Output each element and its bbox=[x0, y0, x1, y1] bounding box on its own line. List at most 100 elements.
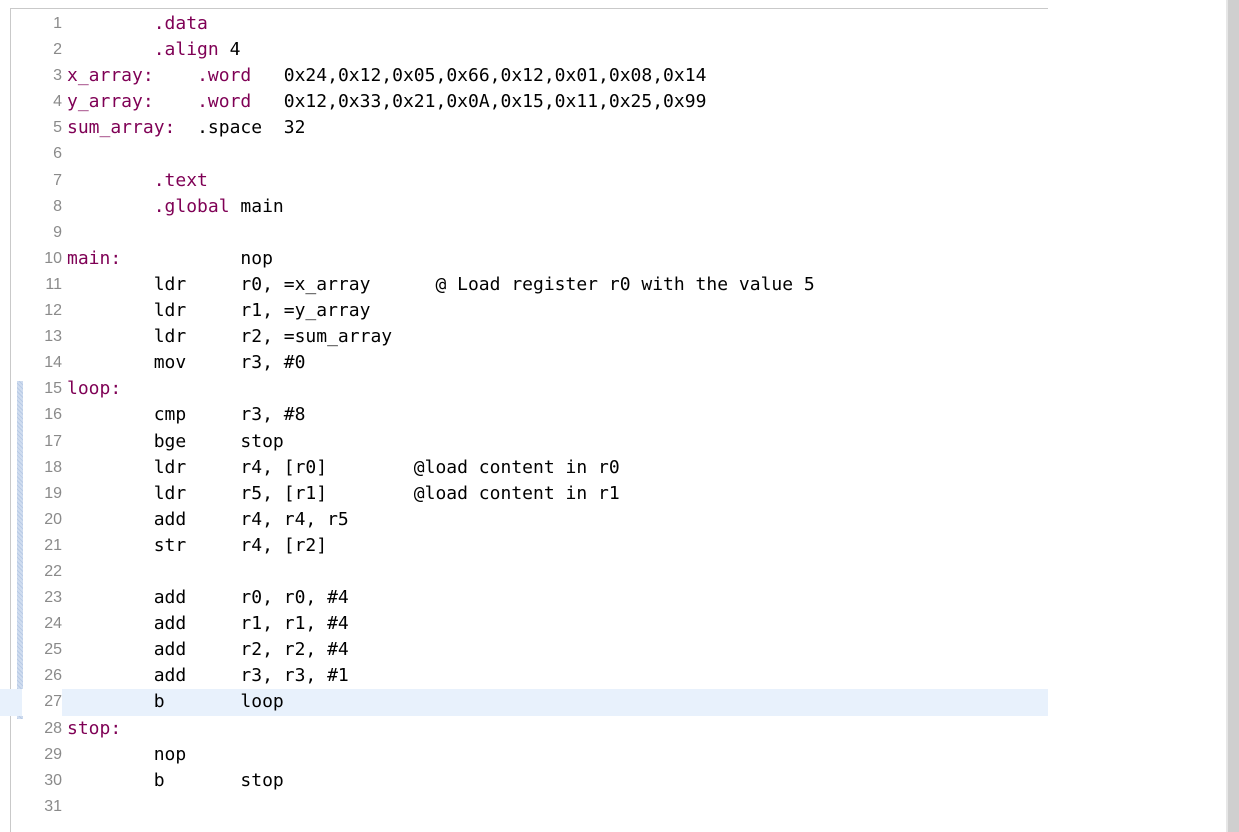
line-text: add r3, r3, #1 bbox=[67, 663, 349, 689]
code-line[interactable]: 31 bbox=[0, 794, 1048, 820]
code-body: 0x12,0x33,0x21,0x0A,0x15,0x11,0x25,0x99 bbox=[251, 91, 707, 113]
line-text: add r4, r4, r5 bbox=[67, 507, 349, 533]
line-text: b stop bbox=[67, 768, 284, 794]
code-line[interactable]: 16 cmp r3, #8 bbox=[0, 402, 1048, 428]
code-line[interactable]: 25 add r2, r2, #4 bbox=[0, 637, 1048, 663]
code-line[interactable]: 28 stop: bbox=[0, 716, 1048, 742]
indent bbox=[67, 326, 154, 347]
code-body: str r4, [r2] bbox=[153, 534, 328, 556]
line-number: 2 bbox=[53, 41, 62, 59]
code-body: add r3, r3, #1 bbox=[153, 665, 349, 687]
indent bbox=[67, 691, 154, 712]
code-line[interactable]: 30 b stop bbox=[0, 768, 1048, 794]
indent bbox=[67, 744, 154, 765]
code-body: b loop bbox=[153, 691, 284, 713]
code-line[interactable]: 7 .text bbox=[0, 168, 1048, 194]
line-number: 15 bbox=[44, 380, 62, 398]
code-line[interactable]: 24 add r1, r1, #4 bbox=[0, 611, 1048, 637]
code-line[interactable]: 22 bbox=[0, 559, 1048, 585]
line-number: 25 bbox=[44, 641, 62, 659]
indent bbox=[67, 535, 154, 556]
indent bbox=[67, 613, 154, 634]
indent bbox=[121, 248, 240, 269]
line-number: 4 bbox=[53, 93, 62, 111]
line-number: 13 bbox=[44, 328, 62, 346]
editor-top-border bbox=[10, 8, 1048, 9]
code-directive: .word bbox=[197, 91, 252, 113]
code-body: add r1, r1, #4 bbox=[153, 613, 349, 635]
line-number: 27 bbox=[22, 689, 62, 716]
code-line[interactable]: 13 ldr r2, =sum_array bbox=[0, 324, 1048, 350]
vertical-scrollbar[interactable] bbox=[1228, 0, 1239, 832]
line-number: 16 bbox=[44, 406, 62, 424]
code-directive: .text bbox=[153, 169, 208, 191]
line-number: 1 bbox=[53, 15, 62, 32]
line-number: 8 bbox=[53, 197, 62, 215]
code-line[interactable]: 4 y_array: .word 0x12,0x33,0x21,0x0A,0x15… bbox=[0, 89, 1048, 115]
code-label: sum_array: bbox=[67, 117, 176, 139]
code-line[interactable]: 19 ldr r5, [r1] @load content in r1 bbox=[0, 481, 1048, 507]
code-line[interactable]: 29 nop bbox=[0, 742, 1048, 768]
line-number: 12 bbox=[44, 302, 62, 320]
code-line[interactable]: 11 ldr r0, =x_array @ Load register r0 w… bbox=[0, 272, 1048, 298]
line-number: 10 bbox=[44, 249, 62, 267]
code-directive: .global bbox=[153, 195, 230, 217]
code-line[interactable]: 27 b loop bbox=[0, 689, 1048, 716]
code-line[interactable]: 8 .global main bbox=[0, 194, 1048, 220]
code-body: 0x24,0x12,0x05,0x66,0x12,0x01,0x08,0x14 bbox=[251, 65, 707, 87]
code-directive: .align bbox=[153, 39, 219, 61]
code-line[interactable]: 12 ldr r1, =y_array bbox=[0, 298, 1048, 324]
line-text: ldr r0, =x_array @ Load register r0 with… bbox=[67, 272, 815, 298]
scrollbar-edge bbox=[1226, 0, 1228, 832]
code-line[interactable]: 14 mov r3, #0 bbox=[0, 350, 1048, 376]
code-line[interactable]: 1 .data bbox=[0, 11, 1048, 37]
line-text: .text bbox=[67, 168, 208, 194]
code-body: add r0, r0, #4 bbox=[153, 587, 349, 609]
code-body: ldr r5, [r1] @load content in r1 bbox=[153, 482, 620, 504]
code-line[interactable]: 17 bge stop bbox=[0, 429, 1048, 455]
line-text: y_array: .word 0x12,0x33,0x21,0x0A,0x15,… bbox=[67, 89, 706, 115]
line-number: 6 bbox=[53, 145, 62, 163]
line-text: mov r3, #0 bbox=[67, 350, 306, 376]
code-line[interactable]: 21 str r4, [r2] bbox=[0, 533, 1048, 559]
line-text: .data bbox=[67, 11, 208, 37]
line-number: 20 bbox=[44, 510, 62, 528]
indent bbox=[175, 117, 197, 138]
line-number: 28 bbox=[44, 719, 62, 737]
code-line[interactable]: 18 ldr r4, [r0] @load content in r0 bbox=[0, 455, 1048, 481]
code-label: y_array: bbox=[67, 91, 154, 113]
code-line[interactable]: 2 .align 4 bbox=[0, 37, 1048, 63]
code-label: x_array: bbox=[67, 65, 154, 87]
code-body: ldr r2, =sum_array bbox=[153, 326, 393, 348]
indent bbox=[67, 196, 154, 217]
line-number: 29 bbox=[44, 745, 62, 763]
code-line[interactable]: 23 add r0, r0, #4 bbox=[0, 585, 1048, 611]
indent bbox=[67, 587, 154, 608]
line-text: add r1, r1, #4 bbox=[67, 611, 349, 637]
code-line[interactable]: 26 add r3, r3, #1 bbox=[0, 663, 1048, 689]
line-text: add r2, r2, #4 bbox=[67, 637, 349, 663]
line-number: 18 bbox=[44, 458, 62, 476]
line-text: .align 4 bbox=[67, 37, 241, 63]
line-number: 7 bbox=[53, 171, 62, 189]
line-number: 19 bbox=[44, 484, 62, 502]
line-text: ldr r5, [r1] @load content in r1 bbox=[67, 481, 620, 507]
line-text: b loop bbox=[67, 689, 284, 715]
indent bbox=[67, 13, 154, 34]
indent bbox=[67, 483, 154, 504]
code-line[interactable]: 9 bbox=[0, 220, 1048, 246]
code-line[interactable]: 6 bbox=[0, 141, 1048, 167]
indent bbox=[67, 639, 154, 660]
line-text: stop: bbox=[67, 716, 121, 742]
indent bbox=[67, 404, 154, 425]
code-body: nop bbox=[240, 247, 273, 269]
indent bbox=[154, 65, 197, 86]
line-text: ldr r1, =y_array bbox=[67, 298, 371, 324]
code-line[interactable]: 20 add r4, r4, r5 bbox=[0, 507, 1048, 533]
